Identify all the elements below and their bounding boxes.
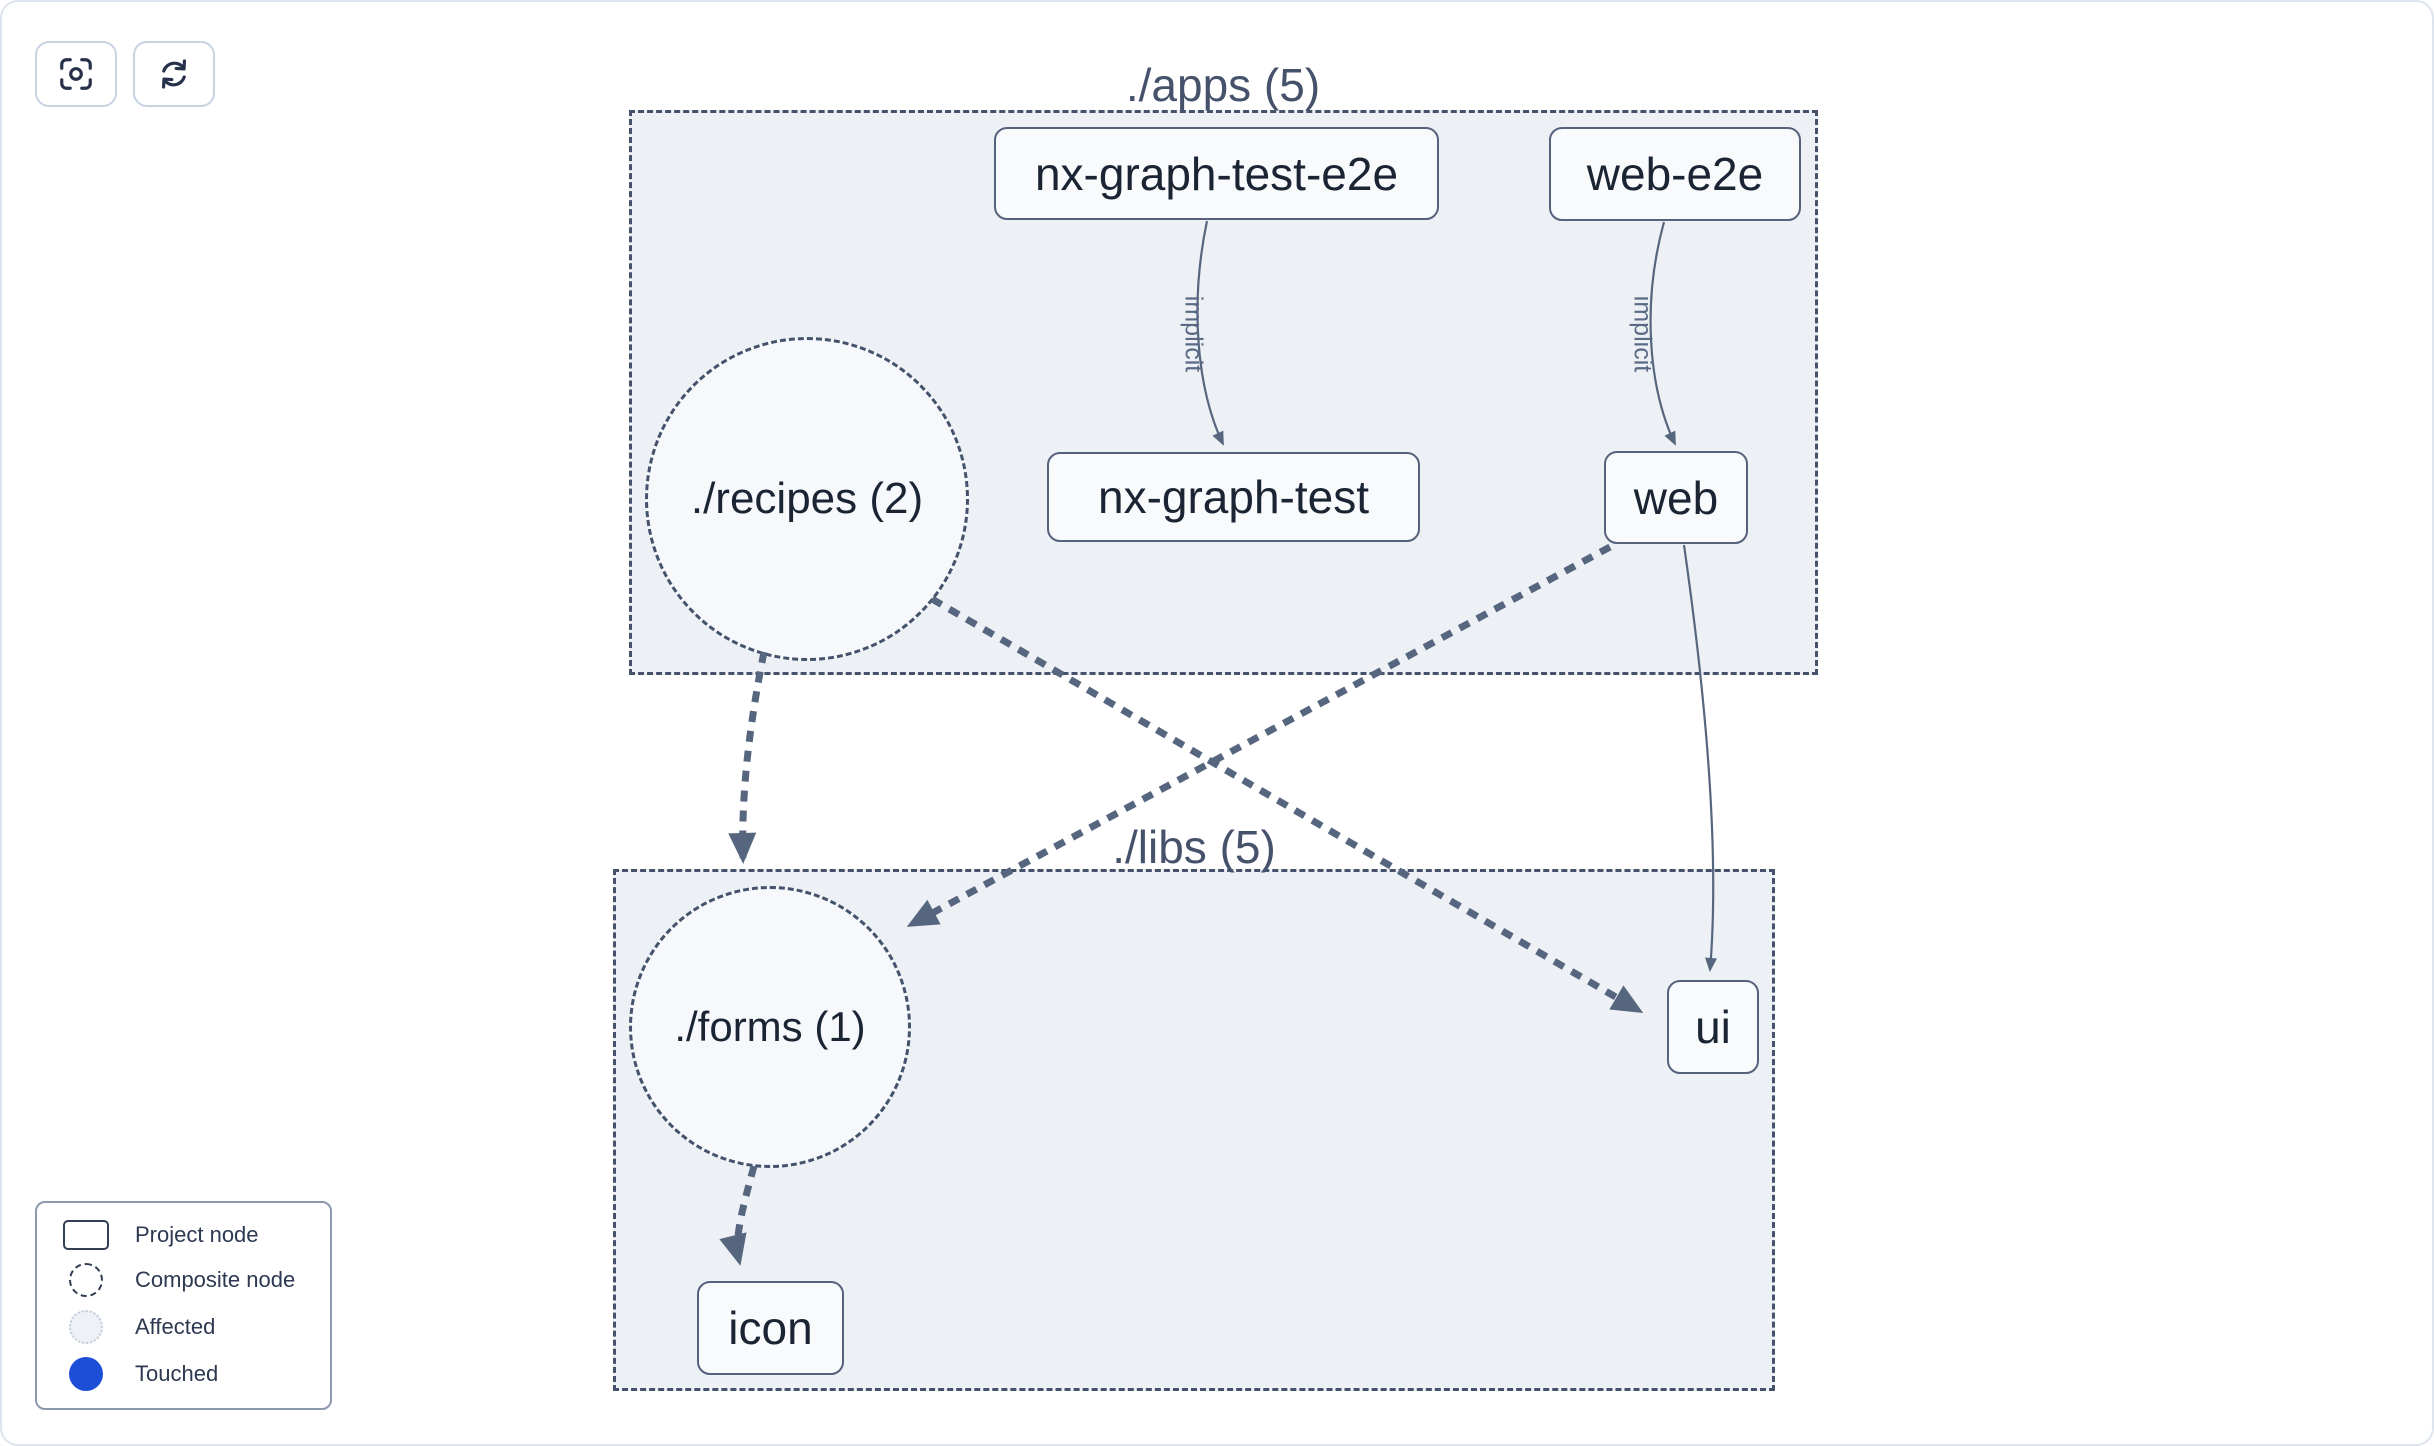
project-node-label: web xyxy=(1633,471,1719,524)
group-libs-title: ./libs (5) xyxy=(1112,821,1276,873)
project-node-label: nx-graph-test xyxy=(1097,471,1369,523)
edge-implicit-label: implicit xyxy=(1628,295,1657,373)
project-node-icon[interactable]: icon xyxy=(697,1281,844,1375)
refresh-icon xyxy=(155,55,193,93)
project-node-label: web-e2e xyxy=(1586,148,1764,200)
project-node-label: ui xyxy=(1695,1001,1731,1053)
edge-implicit-label: implicit xyxy=(1179,295,1208,373)
project-node-ui[interactable]: ui xyxy=(1667,980,1759,1074)
composite-node-forms[interactable]: ./forms (1) xyxy=(629,886,911,1168)
legend-row-project-node: Project node xyxy=(37,1219,330,1250)
legend-row-composite-node: Composite node xyxy=(37,1262,330,1297)
group-apps-title: ./apps (5) xyxy=(1125,59,1321,111)
composite-node-icon xyxy=(69,1262,103,1297)
project-node-nx-graph-test-e2e[interactable]: nx-graph-test-e2e xyxy=(994,127,1439,220)
project-node-nx-graph-test[interactable]: nx-graph-test xyxy=(1047,452,1420,542)
composite-node-recipes-label: ./recipes (2) xyxy=(690,474,924,523)
legend-label: Composite node xyxy=(135,1266,296,1292)
project-node-web[interactable]: web xyxy=(1604,451,1748,544)
legend: Project node Composite node Affected Tou… xyxy=(35,1201,332,1410)
touched-icon xyxy=(69,1357,103,1392)
project-node-icon xyxy=(63,1219,109,1250)
composite-node-recipes[interactable]: ./recipes (2) xyxy=(645,337,969,661)
legend-label: Touched xyxy=(135,1361,219,1387)
refresh-button[interactable] xyxy=(133,41,215,107)
edge-recipes-to-forms xyxy=(728,651,768,864)
legend-row-affected: Affected xyxy=(37,1310,330,1345)
composite-node-forms-label: ./forms (1) xyxy=(674,1003,866,1050)
project-node-label: icon xyxy=(728,1302,813,1354)
project-node-label: nx-graph-test-e2e xyxy=(1034,147,1399,200)
focus-icon xyxy=(57,55,95,93)
affected-icon xyxy=(69,1310,103,1345)
focus-button[interactable] xyxy=(35,41,117,107)
legend-label: Affected xyxy=(135,1314,216,1340)
legend-label: Project node xyxy=(135,1221,259,1247)
legend-row-touched: Touched xyxy=(37,1357,330,1392)
project-node-web-e2e[interactable]: web-e2e xyxy=(1549,127,1801,221)
